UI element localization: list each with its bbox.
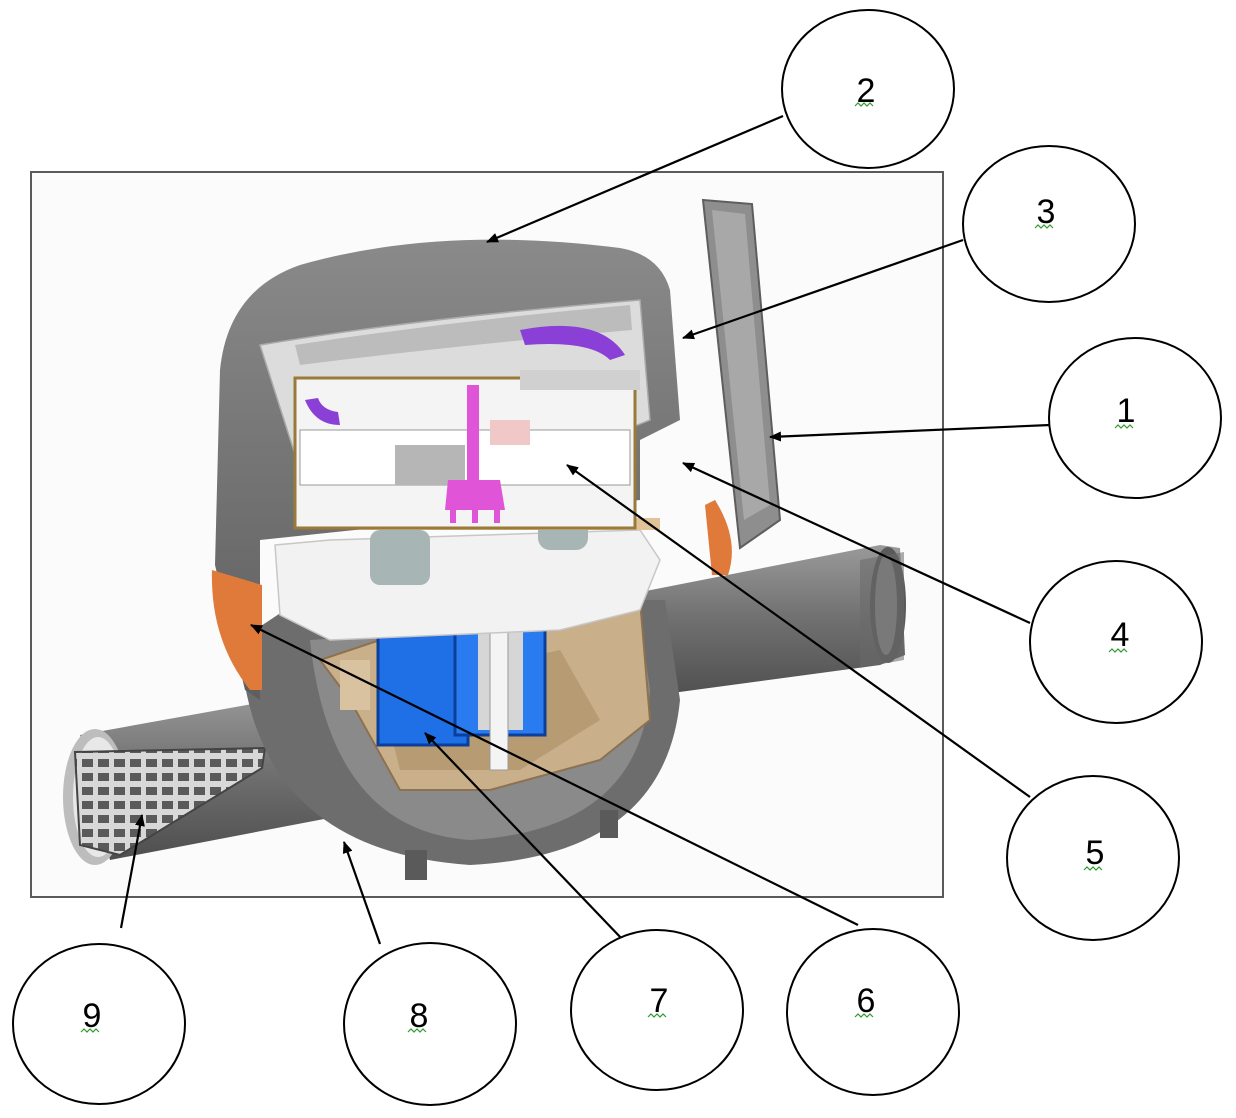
callout-label: 2 — [857, 72, 876, 110]
callout-4: 4 — [1029, 560, 1203, 724]
callout-circle — [1029, 560, 1203, 724]
callout-label: 3 — [1037, 193, 1056, 231]
callout-2: 2 — [781, 9, 955, 169]
callout-8: 8 — [343, 942, 517, 1106]
leader-lines — [119, 114, 1051, 945]
spellcheck-squiggle — [1034, 224, 1054, 229]
leader-arrow-1 — [769, 423, 1051, 442]
water-meter-cutaway-illustration — [63, 198, 906, 880]
spellcheck-squiggle — [1114, 424, 1134, 429]
strainer — [73, 746, 267, 857]
callout-label: 8 — [410, 997, 429, 1035]
callout-3: 3 — [962, 145, 1136, 303]
leader-arrow-2 — [486, 114, 784, 244]
callout-label: 6 — [857, 982, 876, 1020]
callout-label: 5 — [1086, 834, 1105, 872]
callout-circle — [343, 942, 517, 1106]
seal-ring-right — [705, 500, 732, 575]
leader-arrow-6 — [250, 624, 859, 926]
callout-circle — [962, 145, 1136, 303]
callout-circle — [1048, 337, 1222, 499]
spellcheck-squiggle — [80, 1028, 100, 1033]
callout-label: 4 — [1111, 616, 1130, 654]
callout-circle — [12, 943, 186, 1105]
spellcheck-squiggle — [854, 1013, 874, 1018]
leader-arrow-3 — [682, 238, 964, 340]
leader-arrow-9 — [119, 814, 145, 929]
callout-label: 1 — [1117, 392, 1136, 430]
leader-arrow-8 — [342, 841, 382, 945]
seal-ring-left — [211, 570, 262, 690]
callout-circle — [781, 9, 955, 169]
callout-5: 5 — [1006, 775, 1180, 941]
callout-7: 7 — [570, 929, 744, 1091]
callout-circle — [786, 928, 960, 1096]
callout-1: 1 — [1048, 337, 1222, 499]
spellcheck-squiggle — [1083, 866, 1103, 871]
purple-magnet-arc — [520, 325, 625, 360]
callout-6: 6 — [786, 928, 960, 1096]
callout-circle — [1006, 775, 1180, 941]
leader-arrow-4 — [682, 462, 1031, 624]
callout-9: 9 — [12, 943, 186, 1105]
spellcheck-squiggle — [1108, 648, 1128, 653]
callout-circle — [570, 929, 744, 1091]
spellcheck-squiggle — [647, 1013, 667, 1018]
spellcheck-squiggle — [854, 102, 874, 107]
pink-pointer-spindle — [445, 385, 505, 523]
callout-label: 7 — [650, 982, 669, 1020]
outlet-pipe — [600, 545, 906, 700]
spellcheck-squiggle — [407, 1028, 427, 1033]
purple-clip-left — [305, 398, 340, 425]
leader-arrow-5 — [566, 464, 1031, 798]
callout-label: 9 — [83, 997, 102, 1035]
leader-arrow-7 — [424, 732, 624, 941]
